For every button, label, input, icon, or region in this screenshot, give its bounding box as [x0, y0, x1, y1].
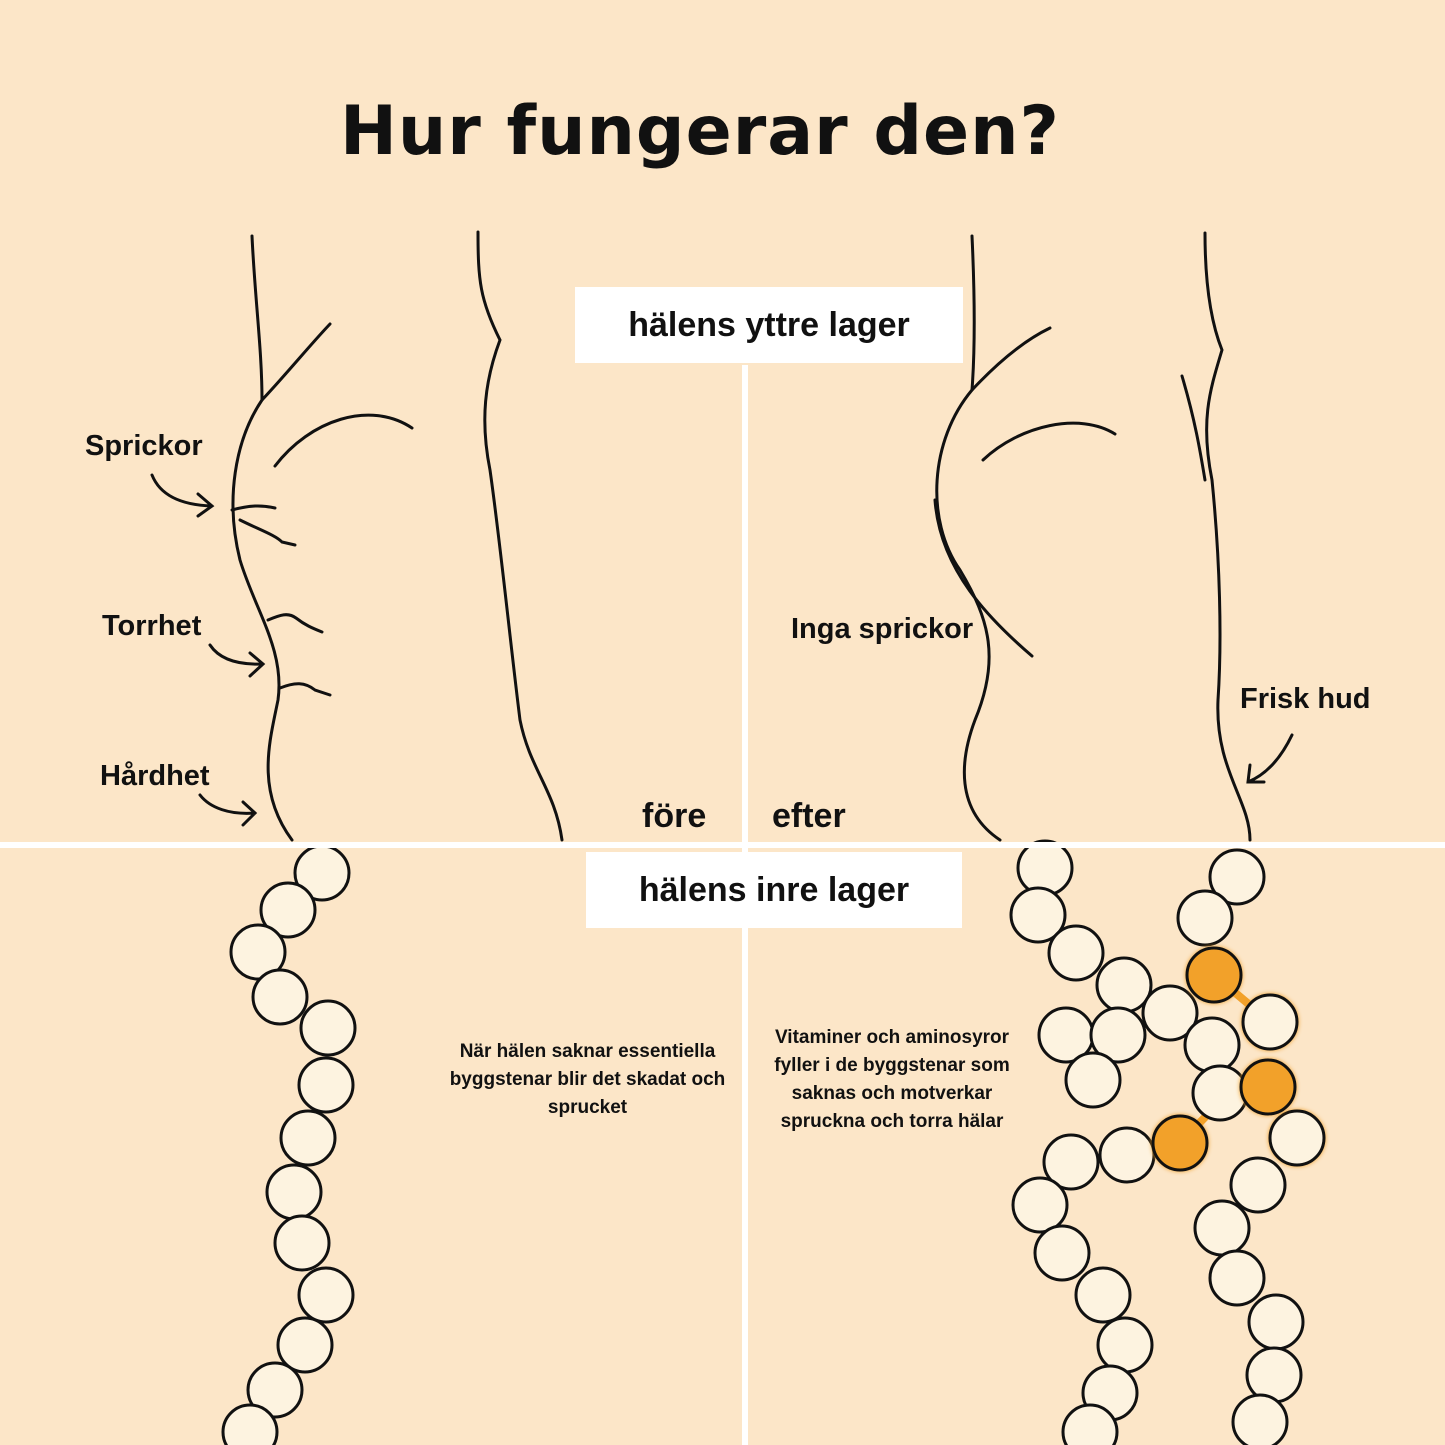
bead [279, 1109, 337, 1167]
bead [1016, 839, 1074, 897]
crack [230, 504, 277, 512]
annotation-hardhet: Hårdhet [100, 760, 210, 792]
bead [1089, 1006, 1147, 1064]
bead [1064, 1051, 1122, 1109]
bead [1229, 1156, 1287, 1214]
annotation-frisk-hud: Frisk hud [1240, 683, 1371, 715]
bead [276, 1316, 334, 1374]
bead [1191, 1064, 1249, 1122]
after-label: efter [772, 797, 846, 835]
annotation-sprickor: Sprickor [85, 430, 203, 462]
bead [297, 1056, 355, 1114]
filled-bead [1239, 1058, 1297, 1116]
bead [1042, 1133, 1100, 1191]
horizontal-divider [0, 842, 1445, 848]
annotation-inga-sprickor: Inga sprickor [791, 613, 974, 645]
bead [1245, 1346, 1303, 1404]
bead [1193, 1199, 1251, 1257]
bead [1208, 848, 1266, 906]
arrow [150, 473, 215, 518]
bead [297, 1266, 355, 1324]
bead [1208, 1249, 1266, 1307]
arrow [198, 793, 258, 827]
arrow [1246, 733, 1294, 784]
bead [1047, 924, 1105, 982]
bead [1074, 1266, 1132, 1324]
crack [266, 613, 324, 634]
bead [246, 1361, 304, 1419]
bead [1247, 1293, 1305, 1351]
bead [251, 968, 309, 1026]
after-heel-back-outline [935, 234, 1002, 842]
after-heel-crease [970, 326, 1052, 392]
page-title: Hur fungerar den? [339, 92, 1060, 171]
annotation-torrhet: Torrhet [102, 610, 202, 642]
before-heel-crease [260, 322, 332, 402]
before-heel-back-outline [231, 234, 294, 842]
outer-layer-label: hälens yttre lager [575, 287, 963, 363]
after-heel-inner-curve [933, 498, 1034, 658]
bead-ringed [1241, 993, 1299, 1051]
bead [1141, 984, 1199, 1042]
before-heel-front-outline [476, 230, 564, 842]
bead [1098, 1126, 1156, 1184]
before-description: När hälen saknar essentiella byggstenar … [449, 1041, 726, 1118]
bead [1231, 1393, 1289, 1445]
arrow [208, 643, 266, 678]
after-heel-line [1180, 374, 1207, 482]
bead [299, 999, 357, 1057]
bead [265, 1163, 323, 1221]
bead-ringed [1268, 1109, 1326, 1167]
bead [1011, 1176, 1069, 1234]
filled-bead [1185, 946, 1243, 1004]
after-heel-arch [981, 421, 1117, 462]
bead [1176, 889, 1234, 947]
crack [238, 518, 297, 547]
crack [278, 682, 332, 697]
bead [1061, 1403, 1119, 1445]
after-description: Vitaminer och aminosyror fyller i de byg… [774, 1027, 1010, 1132]
before-heel-arch [273, 413, 414, 468]
inner-layer-label: hälens inre lager [586, 852, 962, 928]
after-heel-front-outline [1203, 231, 1252, 842]
bead [259, 881, 317, 939]
before-label: före [642, 797, 707, 835]
bead [1033, 1224, 1091, 1282]
bead [1096, 1316, 1154, 1374]
bead [1183, 1016, 1241, 1074]
bead [221, 1403, 279, 1445]
bead [1009, 886, 1067, 944]
bead [1095, 956, 1153, 1014]
bead [273, 1214, 331, 1272]
filled-bead [1151, 1114, 1209, 1172]
